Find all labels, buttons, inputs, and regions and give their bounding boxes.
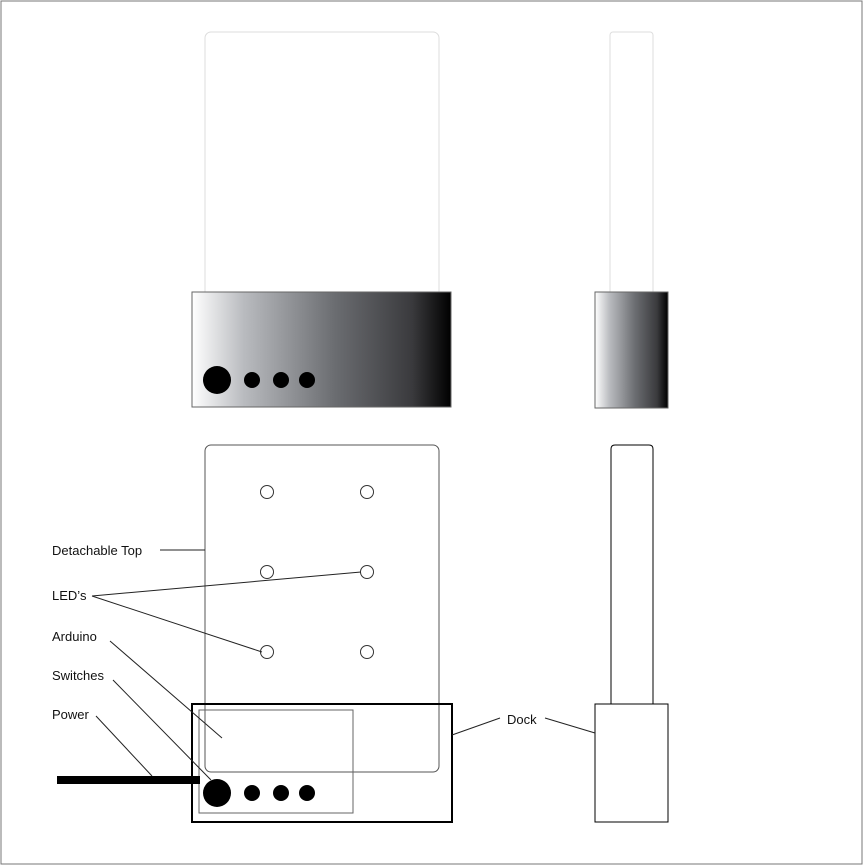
led bbox=[260, 485, 274, 499]
label-dock: Dock bbox=[507, 712, 537, 727]
front-view-assembled bbox=[191, 31, 452, 408]
side-view-assembled bbox=[594, 31, 669, 409]
label-switches: Switches bbox=[52, 668, 105, 683]
label-arduino: Arduino bbox=[52, 629, 97, 644]
base-gradient bbox=[191, 291, 452, 408]
leader-lines bbox=[91, 549, 596, 781]
led bbox=[260, 565, 274, 579]
switch bbox=[244, 785, 260, 801]
power-jack bbox=[203, 779, 231, 807]
led bbox=[360, 565, 374, 579]
led bbox=[360, 485, 374, 499]
front-view-exploded bbox=[57, 444, 453, 823]
dock bbox=[191, 703, 453, 823]
glass-panel bbox=[204, 31, 440, 308]
label-leds: LED’s bbox=[52, 588, 87, 603]
detachable-top-side bbox=[610, 444, 654, 704]
side-view-exploded bbox=[594, 444, 669, 823]
switch bbox=[273, 372, 289, 388]
base-side bbox=[594, 291, 669, 409]
switch bbox=[273, 785, 289, 801]
dock-side bbox=[594, 703, 669, 823]
led bbox=[360, 645, 374, 659]
detachable-top bbox=[204, 444, 440, 773]
switch bbox=[244, 372, 260, 388]
label-power: Power bbox=[52, 707, 90, 722]
led bbox=[260, 645, 274, 659]
switch bbox=[299, 785, 315, 801]
glass-panel-side bbox=[609, 31, 654, 303]
arduino-board bbox=[198, 709, 354, 814]
label-detachable-top: Detachable Top bbox=[52, 543, 142, 558]
power-jack bbox=[203, 366, 231, 394]
switch bbox=[299, 372, 315, 388]
